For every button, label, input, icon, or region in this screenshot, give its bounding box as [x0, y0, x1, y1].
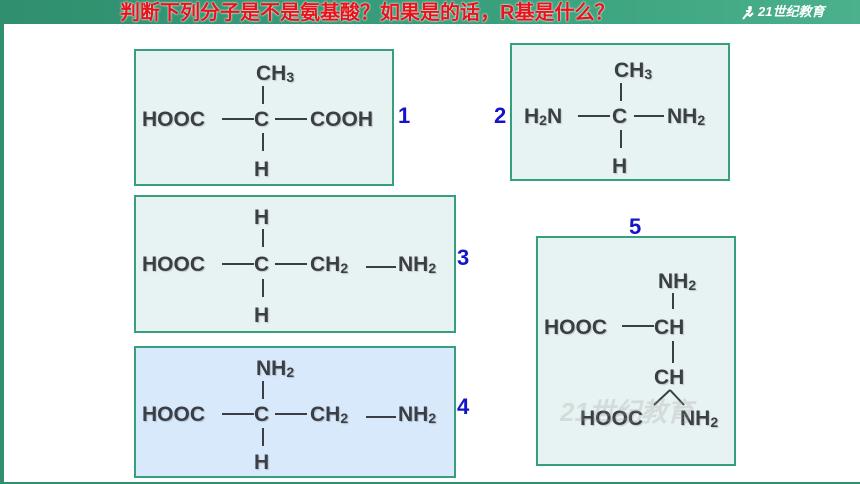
header-bar	[0, 0, 860, 24]
molecule-2-right-group: NH2	[667, 105, 706, 128]
molecule-5-left-group: HOOC	[544, 316, 608, 339]
molecule-3-center-carbon: C	[254, 253, 270, 276]
molecule-4-bond-ch2-nh2	[366, 416, 396, 418]
molecule-5-bond-left	[622, 325, 654, 327]
molecule-4-left-group: HOOC	[142, 403, 206, 426]
molecule-2-number: 2	[494, 103, 507, 128]
molecule-1-bond-left	[222, 118, 254, 120]
molecule-5-branch-bonds	[653, 389, 685, 406]
slide-title: 判断下列分子是不是氨基酸？如果是的话，R基是什么？	[120, 2, 615, 24]
molecule-5-panel	[536, 236, 736, 466]
molecule-2-left-group: H2N	[524, 105, 563, 128]
molecule-4-number: 4	[457, 394, 470, 419]
bottom-border	[0, 482, 860, 484]
molecule-1-top-group: CH3	[256, 62, 295, 85]
molecule-3-bond-ch2-nh2	[366, 266, 396, 268]
molecule-5-number: 5	[629, 214, 642, 239]
molecule-1-right-group: COOH	[310, 108, 374, 131]
watermark: 21世纪教育	[560, 397, 693, 427]
runner-logo-icon	[742, 5, 754, 20]
molecule-3-ch2-group: CH2	[310, 253, 349, 276]
molecule-1-number: 1	[398, 103, 411, 128]
molecule-1-bond-right	[275, 118, 307, 120]
molecule-4-bond-top	[262, 381, 264, 399]
molecule-2-bond-left	[578, 115, 610, 117]
molecule-3-bond-top	[262, 229, 264, 247]
molecule-5-bond-middle	[672, 341, 674, 363]
molecule-1-bond-bottom	[262, 133, 264, 151]
molecule-4-panel	[134, 346, 456, 478]
molecule-1-bottom-group: H	[254, 158, 270, 181]
molecule-2-bottom-group: H	[612, 155, 628, 178]
molecule-5-center-ch: CH	[654, 316, 685, 339]
molecule-4-bond-right	[275, 413, 307, 415]
molecule-2-top-group: CH3	[614, 59, 653, 82]
molecule-5-top-group: NH2	[658, 270, 697, 293]
molecule-2-bond-bottom	[620, 130, 622, 148]
molecule-3-bond-left	[222, 263, 254, 265]
molecule-3-number: 3	[457, 245, 470, 270]
molecule-1-bond-top	[262, 86, 264, 104]
left-border	[0, 24, 4, 484]
molecule-2-panel	[510, 43, 730, 181]
molecule-5-lower-left-group: HOOC	[580, 407, 644, 430]
molecule-2-bond-top	[620, 83, 622, 101]
brand-logo: 21世纪教育	[740, 2, 824, 22]
molecule-4-nh2-group: NH2	[398, 403, 437, 426]
molecule-4-bond-bottom	[262, 428, 264, 446]
molecule-2-center-carbon: C	[612, 105, 628, 128]
molecule-1-left-group: HOOC	[142, 108, 206, 131]
molecule-3-top-group: H	[254, 206, 270, 229]
molecule-5-lower-ch: CH	[654, 366, 685, 389]
molecule-4-top-group: NH2	[256, 357, 295, 380]
molecule-4-bond-left	[222, 413, 254, 415]
molecule-4-bottom-group: H	[254, 451, 270, 474]
molecule-1-center-carbon: C	[254, 108, 270, 131]
molecule-5-lower-right-group: NH2	[680, 407, 719, 430]
molecule-3-nh2-group: NH2	[398, 253, 437, 276]
molecule-3-bottom-group: H	[254, 304, 270, 327]
molecule-3-bond-bottom	[262, 279, 264, 297]
molecule-4-ch2-group: CH2	[310, 403, 349, 426]
molecule-5-bond-top	[672, 293, 674, 309]
molecule-1-panel	[134, 49, 394, 186]
logo-text: 21世纪教育	[758, 4, 825, 19]
molecule-3-bond-right	[275, 263, 307, 265]
molecule-3-left-group: HOOC	[142, 253, 206, 276]
molecule-2-bond-right	[634, 115, 664, 117]
molecule-4-center-carbon: C	[254, 403, 270, 426]
